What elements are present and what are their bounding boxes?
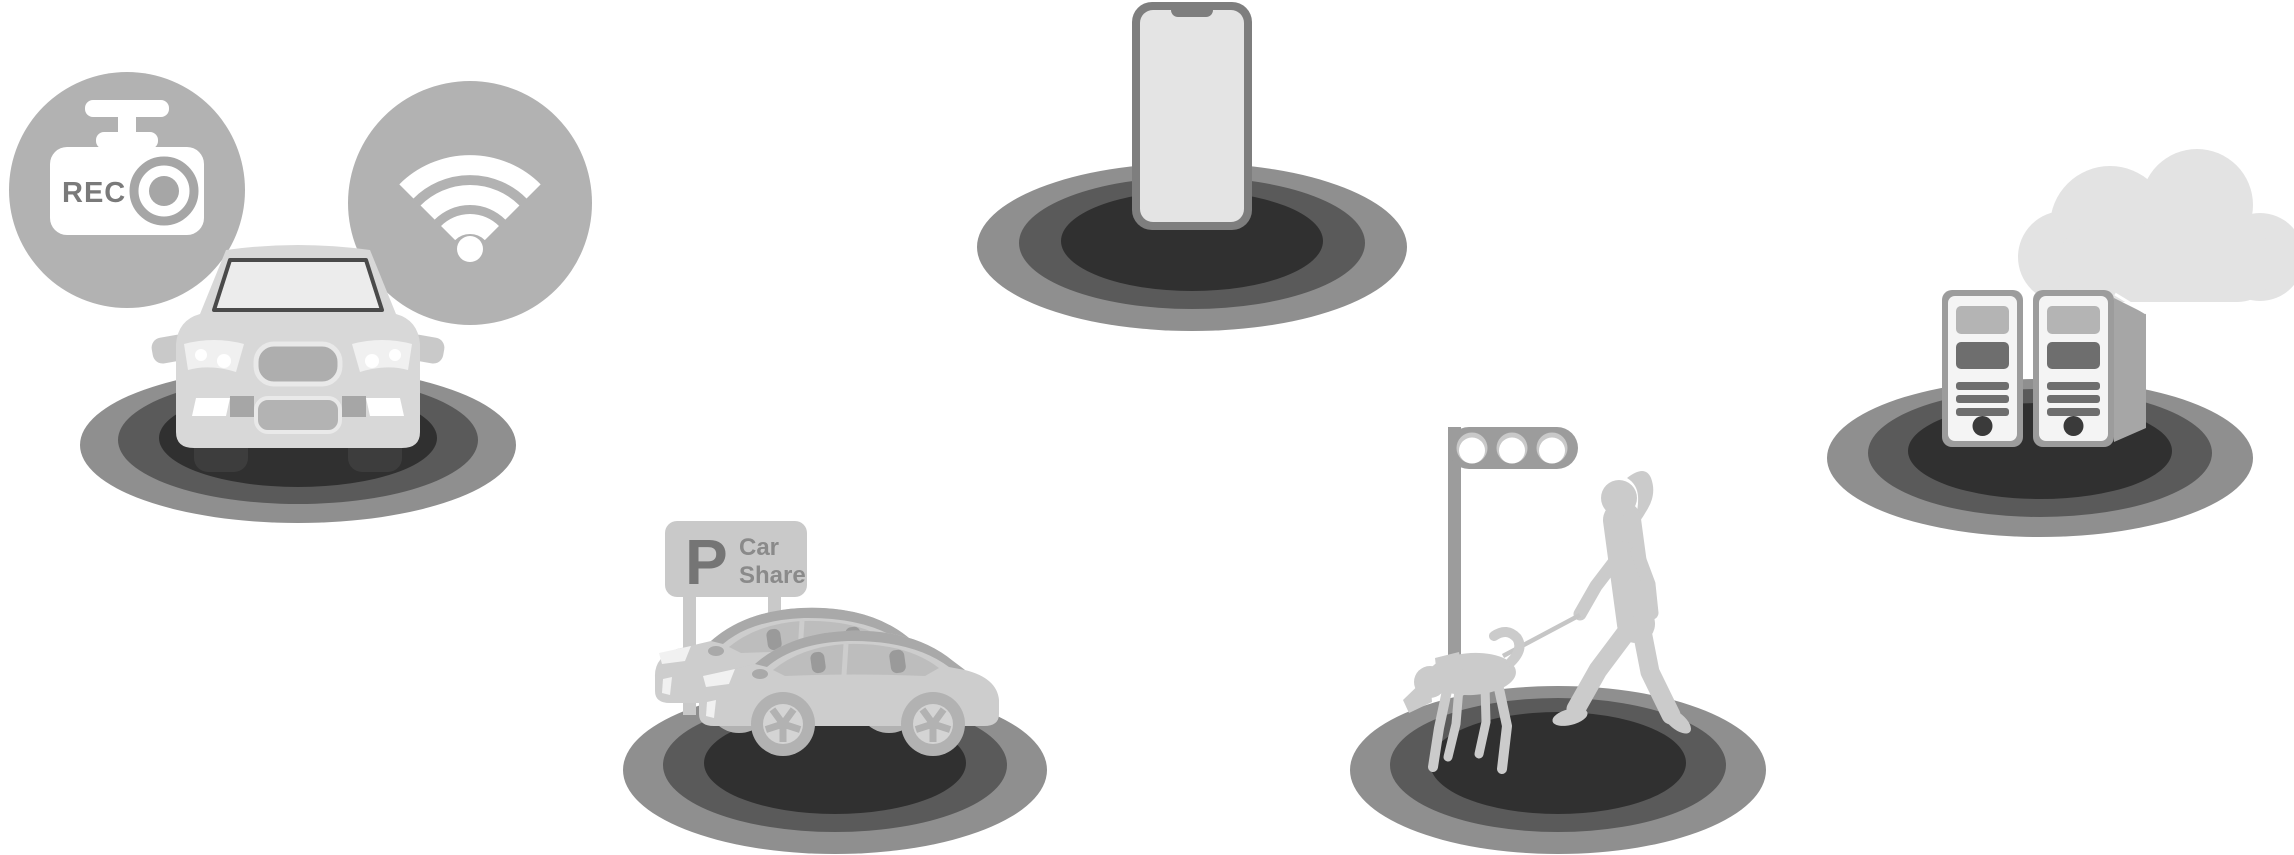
server-icon: [2033, 290, 2114, 447]
cloud-icon: [2018, 149, 2294, 303]
parking-symbol: P: [685, 526, 728, 598]
dog-icon: [1403, 627, 1525, 774]
server-icon: [1942, 290, 2023, 447]
parking-sign-icon: P Car Share: [665, 521, 807, 715]
dashcam-icon: REC: [50, 100, 204, 235]
wifi-icon: [399, 155, 541, 262]
pedestrian-icon: [1552, 471, 1692, 734]
rec-label: REC: [62, 177, 126, 209]
scene-smartphone: [977, 2, 1407, 331]
traffic-light-icon: [1448, 427, 1578, 682]
signal-platform: [977, 163, 1407, 331]
server-top-highlight: [2114, 292, 2147, 315]
sign-line2: Share: [739, 562, 806, 589]
scene-connected-car: REC: [9, 72, 592, 523]
smartphone-icon: [1132, 2, 1252, 230]
scene-car-share: P Car Share: [623, 521, 1047, 854]
dog-tail: [1489, 627, 1525, 667]
sign-line1: Car: [739, 534, 779, 561]
scene-dog-walker: [1350, 427, 1766, 854]
wifi-badge: [348, 81, 592, 325]
ponytail: [1627, 471, 1654, 532]
dashcam-badge: REC: [9, 72, 245, 308]
server-side-panel: [2114, 298, 2146, 442]
phone-notch: [1171, 2, 1213, 17]
car-front-icon: [151, 245, 445, 472]
sign-board: [665, 521, 807, 597]
scene-cloud-server: [1827, 149, 2294, 537]
